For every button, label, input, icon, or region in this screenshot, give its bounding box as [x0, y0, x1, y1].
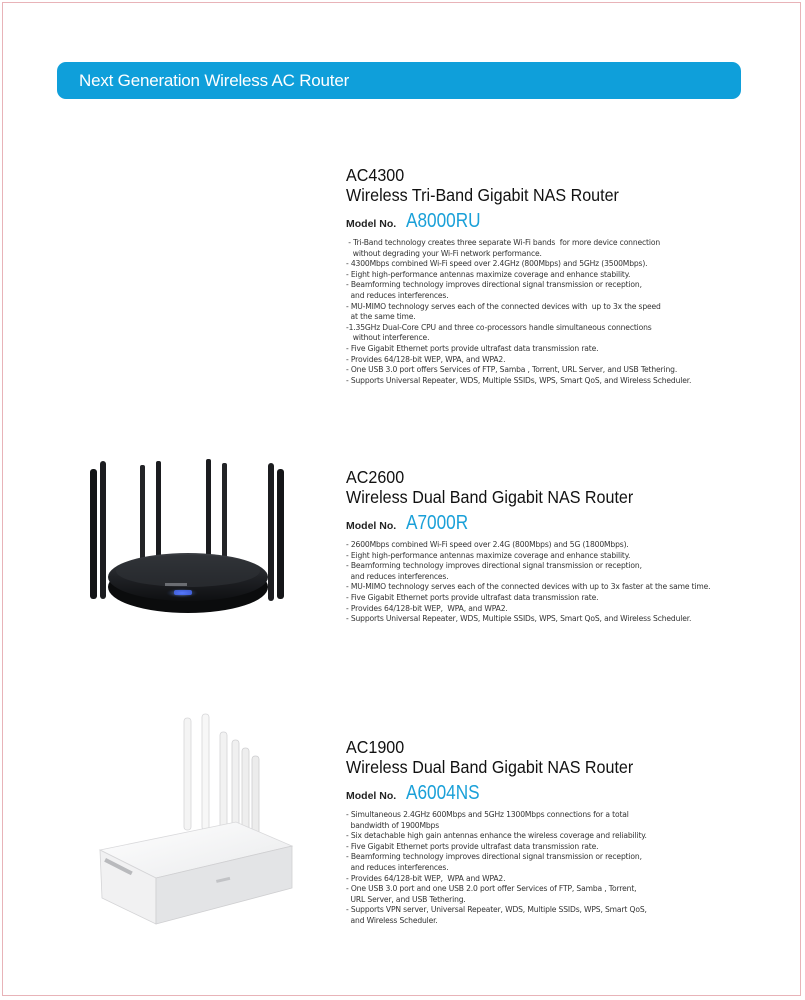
feature-item: - Supports Universal Repeater, WDS, Mult…	[346, 614, 692, 624]
model-label: Model No.	[346, 520, 397, 532]
model-row: Model No. A7000R	[346, 512, 766, 536]
feature-item: URL Server, and USB Tethering.	[346, 894, 466, 904]
feature-item: - Five Gigabit Ethernet ports provide ul…	[346, 343, 599, 353]
product-a6004ns: AC1900 Wireless Dual Band Gigabit NAS Ro…	[346, 738, 766, 927]
section-banner: Next Generation Wireless AC Router	[57, 62, 741, 99]
feature-item: - Provides 64/128-bit WEP, WPA, and WPA2…	[346, 354, 506, 364]
product-title: Wireless Tri-Band Gigabit NAS Router	[346, 185, 619, 205]
feature-item: - Beamforming technology improves direct…	[346, 852, 642, 862]
feature-item: - MU-MIMO technology serves each of the …	[346, 582, 711, 592]
feature-item: - Simultaneous 2.4GHz 600Mbps and 5GHz 1…	[346, 810, 629, 819]
model-number: A7000R	[405, 512, 468, 534]
product-title: Wireless Dual Band Gigabit NAS Router	[346, 487, 634, 507]
feature-item: - Five Gigabit Ethernet ports provide ul…	[346, 841, 599, 851]
feature-item: - Eight high-performance antennas maximi…	[346, 550, 631, 560]
feature-list: - 2600Mbps combined Wi-Fi speed over 2.4…	[346, 540, 766, 625]
router-black-image	[90, 459, 284, 613]
feature-item: without degrading your Wi-Fi network per…	[346, 248, 542, 258]
product-code: AC2600	[346, 467, 405, 487]
product-code: AC1900	[346, 737, 405, 757]
product-a7000r: AC2600 Wireless Dual Band Gigabit NAS Ro…	[346, 468, 766, 625]
model-number: A6004NS	[405, 782, 480, 804]
model-row: Model No. A8000RU	[346, 210, 766, 234]
model-row: Model No. A6004NS	[346, 782, 766, 806]
feature-item: - MU-MIMO technology serves each of the …	[346, 301, 661, 311]
feature-item: - Tri-Band technology creates three sepa…	[346, 238, 661, 247]
feature-list: - Tri-Band technology creates three sepa…	[346, 238, 766, 386]
model-label: Model No.	[346, 218, 397, 230]
feature-item: - Five Gigabit Ethernet ports provide ul…	[346, 592, 599, 602]
feature-item: and reduces interferences.	[346, 290, 449, 300]
feature-item: bandwidth of 1900Mbps	[346, 820, 440, 830]
feature-item: -1.35GHz Dual-Core CPU and three co-proc…	[346, 322, 652, 332]
feature-item: - 4300Mbps combined Wi-Fi speed over 2.4…	[346, 259, 648, 269]
feature-item: and reduces interferences.	[346, 571, 449, 581]
feature-item: - Provides 64/128-bit WEP, WPA, and WPA2…	[346, 603, 508, 613]
feature-item: - Beamforming technology improves direct…	[346, 561, 642, 571]
feature-item: - Provides 64/128-bit WEP, WPA and WPA2.	[346, 873, 506, 883]
feature-item: - Eight high-performance antennas maximi…	[346, 269, 631, 279]
model-number: A8000RU	[405, 210, 481, 232]
feature-item: and Wireless Scheduler.	[346, 915, 438, 925]
feature-item: - Supports VPN server, Universal Repeate…	[346, 905, 647, 915]
feature-item: - Beamforming technology improves direct…	[346, 280, 642, 290]
feature-item: at the same time.	[346, 312, 416, 322]
feature-item: - 2600Mbps combined Wi-Fi speed over 2.4…	[346, 540, 629, 549]
feature-item: and reduces interferences.	[346, 862, 449, 872]
feature-item: - Supports Universal Repeater, WDS, Mult…	[346, 375, 692, 385]
feature-list: - Simultaneous 2.4GHz 600Mbps and 5GHz 1…	[346, 810, 766, 927]
model-label: Model No.	[346, 790, 397, 802]
product-a8000ru: AC4300 Wireless Tri-Band Gigabit NAS Rou…	[346, 166, 766, 386]
product-code: AC4300	[346, 165, 405, 185]
feature-item: - One USB 3.0 port offers Services of FT…	[346, 365, 678, 375]
product-title: Wireless Dual Band Gigabit NAS Router	[346, 757, 634, 777]
feature-item: without interference.	[346, 333, 430, 343]
feature-item: - Six detachable high gain antennas enha…	[346, 831, 647, 841]
banner-title: Next Generation Wireless AC Router	[79, 71, 350, 90]
feature-item: - One USB 3.0 port and one USB 2.0 port …	[346, 884, 637, 894]
router-white-image	[98, 713, 294, 925]
